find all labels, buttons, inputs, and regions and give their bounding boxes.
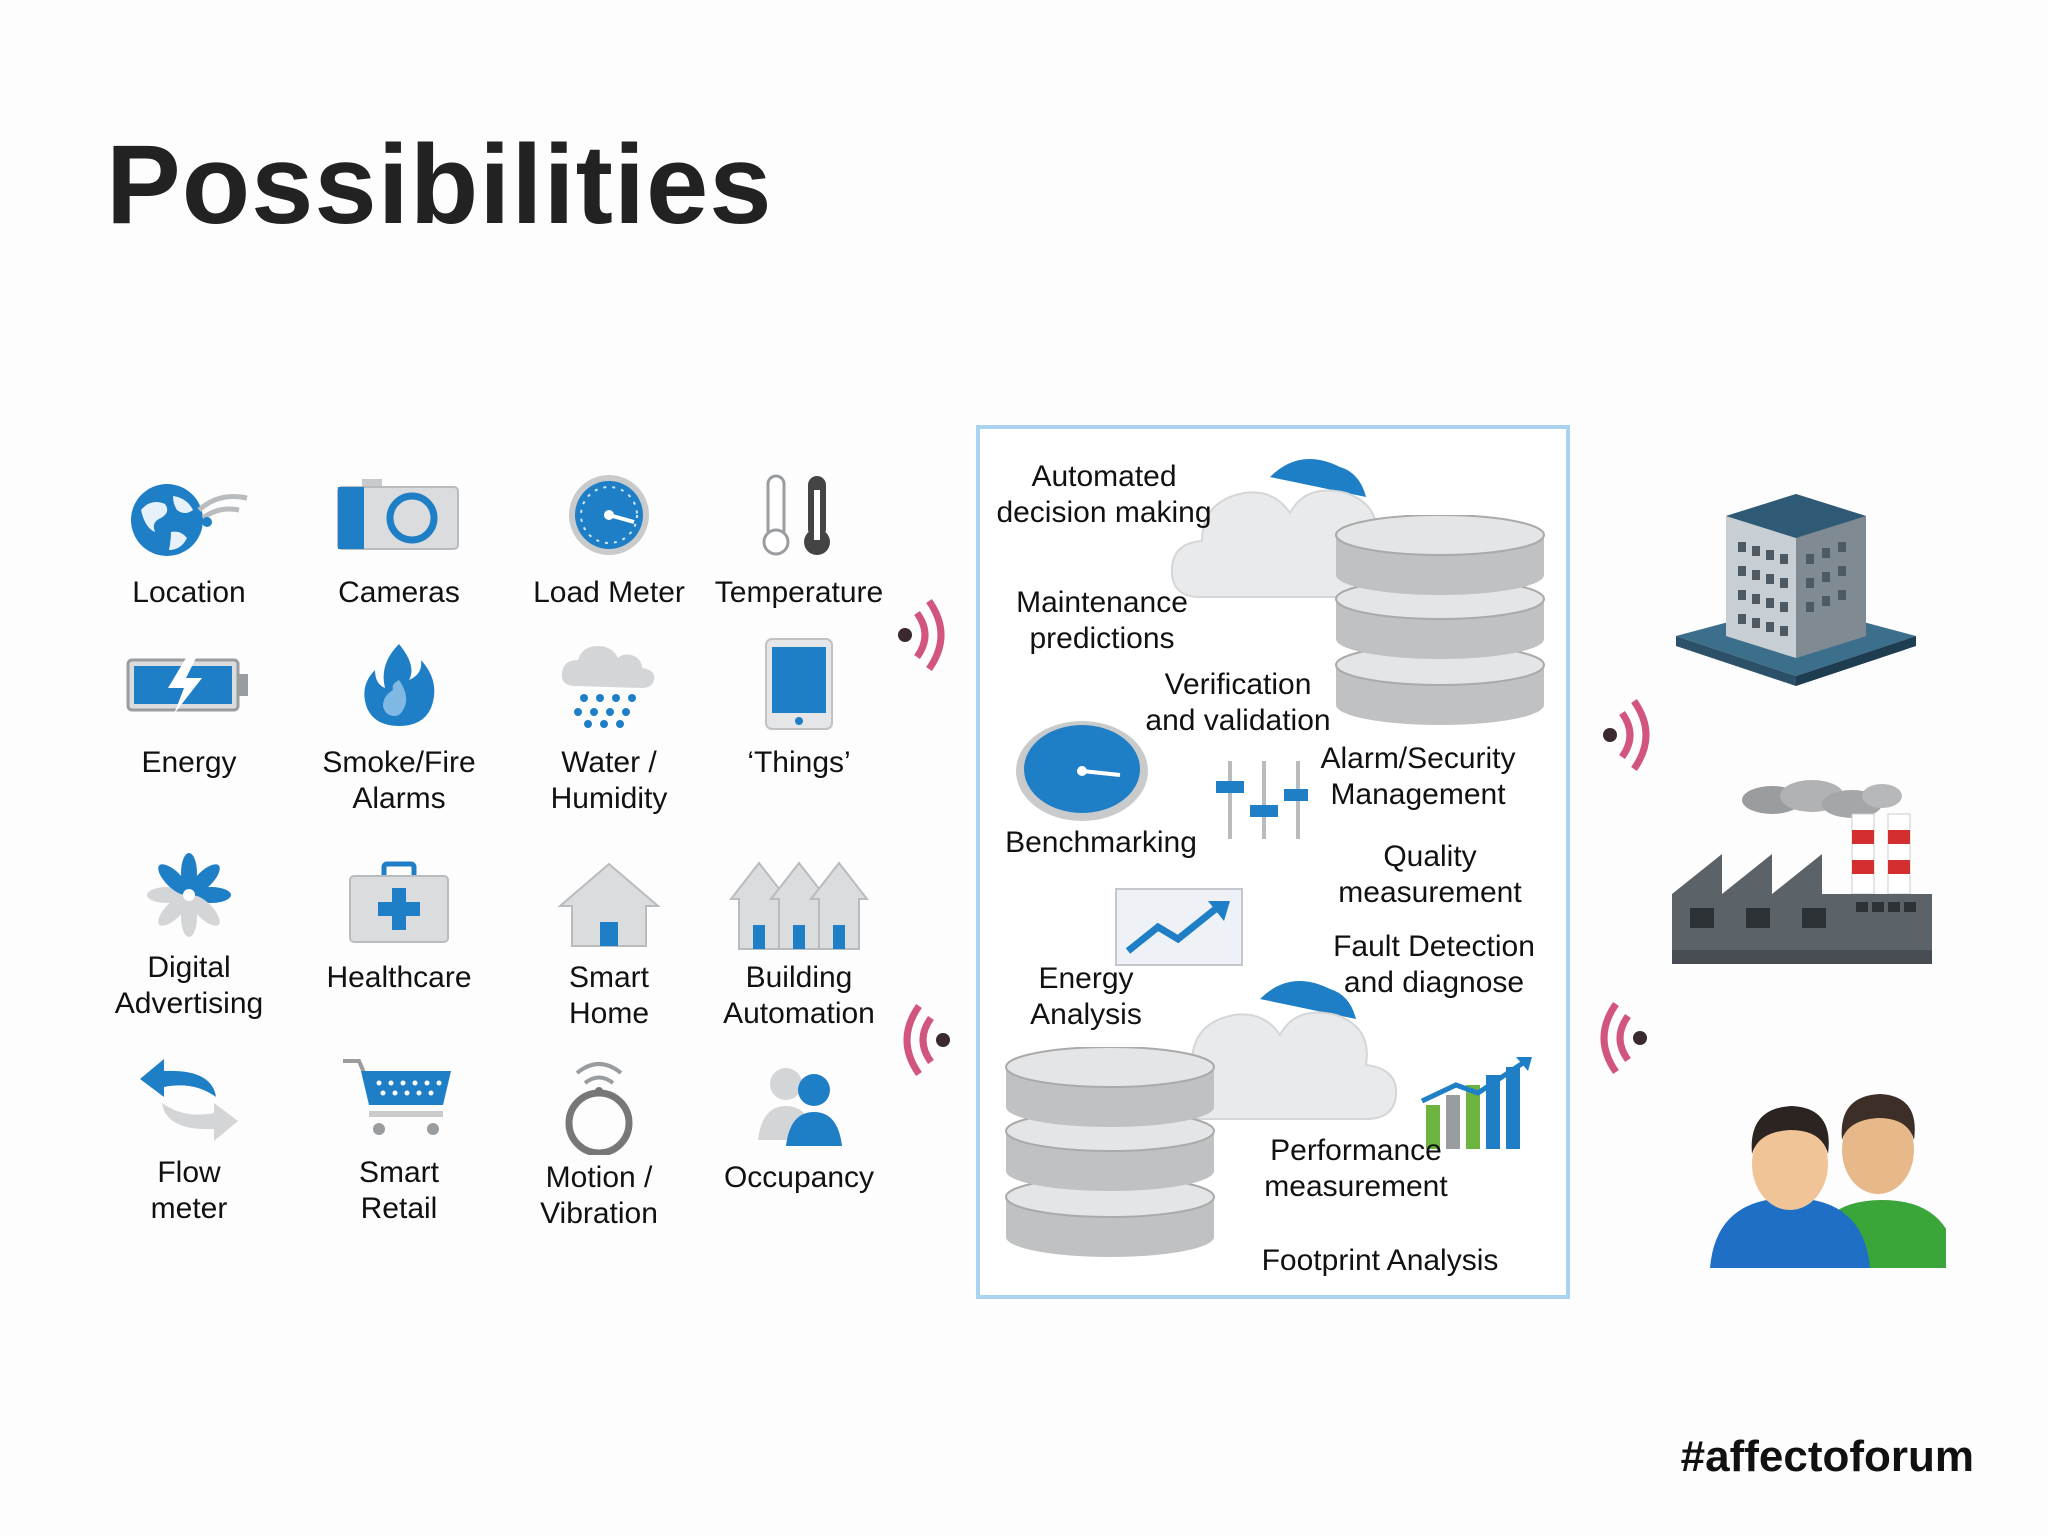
wireless-signal-icon	[1600, 685, 1660, 785]
bar-chart-icon	[1416, 1055, 1536, 1155]
tile-energy: Energy	[84, 625, 294, 781]
tile-smart-retail: Smart Retail	[294, 1045, 504, 1227]
flame-icon	[324, 625, 474, 745]
tile-label: Motion / Vibration	[540, 1161, 658, 1230]
buildings-icon	[724, 850, 874, 960]
tile-motion-vibration: Motion / Vibration	[494, 1050, 704, 1232]
benchmark-gauge-icon	[1014, 719, 1150, 829]
tablet-icon	[724, 625, 874, 745]
factory-icon	[1642, 774, 1972, 974]
cloud-icon	[1160, 969, 1400, 1139]
wireless-signal-icon	[1590, 988, 1650, 1088]
flow-arrows-icon	[114, 1045, 264, 1155]
people-users-icon	[1706, 1078, 1946, 1268]
label-benchmarking: Benchmarking	[1005, 826, 1197, 859]
label-maintenance-predictions: Maintenance predictions	[1016, 586, 1188, 655]
people-occupancy-icon	[724, 1050, 874, 1160]
battery-energy-icon	[114, 625, 264, 745]
load-meter-gauge-icon	[534, 455, 684, 575]
location-globe-icon	[114, 455, 264, 575]
motion-sensor-icon	[524, 1050, 674, 1160]
pinwheel-icon	[114, 840, 264, 950]
tile-occupancy: Occupancy	[694, 1050, 904, 1196]
tile-label: ‘Things’	[747, 746, 851, 779]
tile-label: Cameras	[338, 576, 460, 609]
tile-cameras: Cameras	[294, 455, 504, 611]
tile-building-automation: Building Automation	[694, 850, 904, 1032]
label-quality-measurement: Quality measurement	[1338, 840, 1522, 909]
tile-location: Location	[84, 455, 294, 611]
tile-label: Healthcare	[326, 961, 472, 994]
tile-label: Digital Advertising	[114, 951, 264, 1020]
label-alarm-security: Alarm/Security Management	[1320, 742, 1516, 811]
label-performance-measurement: Performance measurement	[1264, 1134, 1448, 1203]
tile-smart-home: Smart Home	[504, 850, 714, 1032]
house-icon	[534, 850, 684, 960]
tile-label: Flow meter	[150, 1156, 228, 1225]
tile-things: ‘Things’	[694, 625, 904, 781]
tile-label: Occupancy	[723, 1161, 875, 1194]
label-fault-detection: Fault Detection and diagnose	[1333, 930, 1535, 999]
rain-cloud-icon	[534, 625, 684, 745]
label-energy-analysis: Energy Analysis	[1030, 962, 1142, 1031]
slide-title: Possibilities	[106, 122, 773, 247]
analytics-panel: Automated decision making Maintenance pr…	[976, 425, 1570, 1299]
sliders-icon	[1214, 759, 1310, 841]
label-verification-validation: Verification and validation	[1145, 668, 1331, 737]
tile-label: Smart Retail	[358, 1156, 439, 1225]
label-automated-decision: Automated decision making	[996, 460, 1212, 529]
database-icon	[1330, 515, 1550, 735]
tile-label: Smoke/Fire Alarms	[322, 746, 476, 815]
tile-label: Energy	[141, 746, 237, 779]
thermometer-icon	[724, 455, 874, 575]
tile-smoke-fire: Smoke/Fire Alarms	[294, 625, 504, 817]
tile-temperature: Temperature	[694, 455, 904, 611]
tile-label: Smart Home	[568, 961, 650, 1030]
wireless-signal-icon	[895, 585, 955, 685]
camera-icon	[324, 455, 474, 575]
office-building-icon	[1666, 486, 1926, 686]
tile-label: Building Automation	[723, 961, 875, 1030]
wireless-signal-icon	[893, 990, 953, 1090]
database-icon	[1000, 1047, 1220, 1267]
first-aid-kit-icon	[324, 850, 474, 960]
tile-healthcare: Healthcare	[294, 850, 504, 996]
tile-label: Location	[132, 576, 246, 609]
tile-label: Load Meter	[533, 576, 685, 609]
tile-label: Water / Humidity	[550, 746, 668, 815]
tile-load-meter: Load Meter	[504, 455, 714, 611]
label-footprint-analysis: Footprint Analysis	[1261, 1244, 1499, 1277]
trend-chart-icon	[1114, 887, 1244, 967]
tile-water-humidity: Water / Humidity	[504, 625, 714, 817]
tile-flow-meter: Flow meter	[84, 1045, 294, 1227]
tile-label: Temperature	[714, 576, 884, 609]
hashtag-footer: #affectoforum	[1680, 1432, 1974, 1481]
shopping-cart-icon	[324, 1045, 474, 1155]
tile-digital-advertising: Digital Advertising	[84, 840, 294, 1022]
